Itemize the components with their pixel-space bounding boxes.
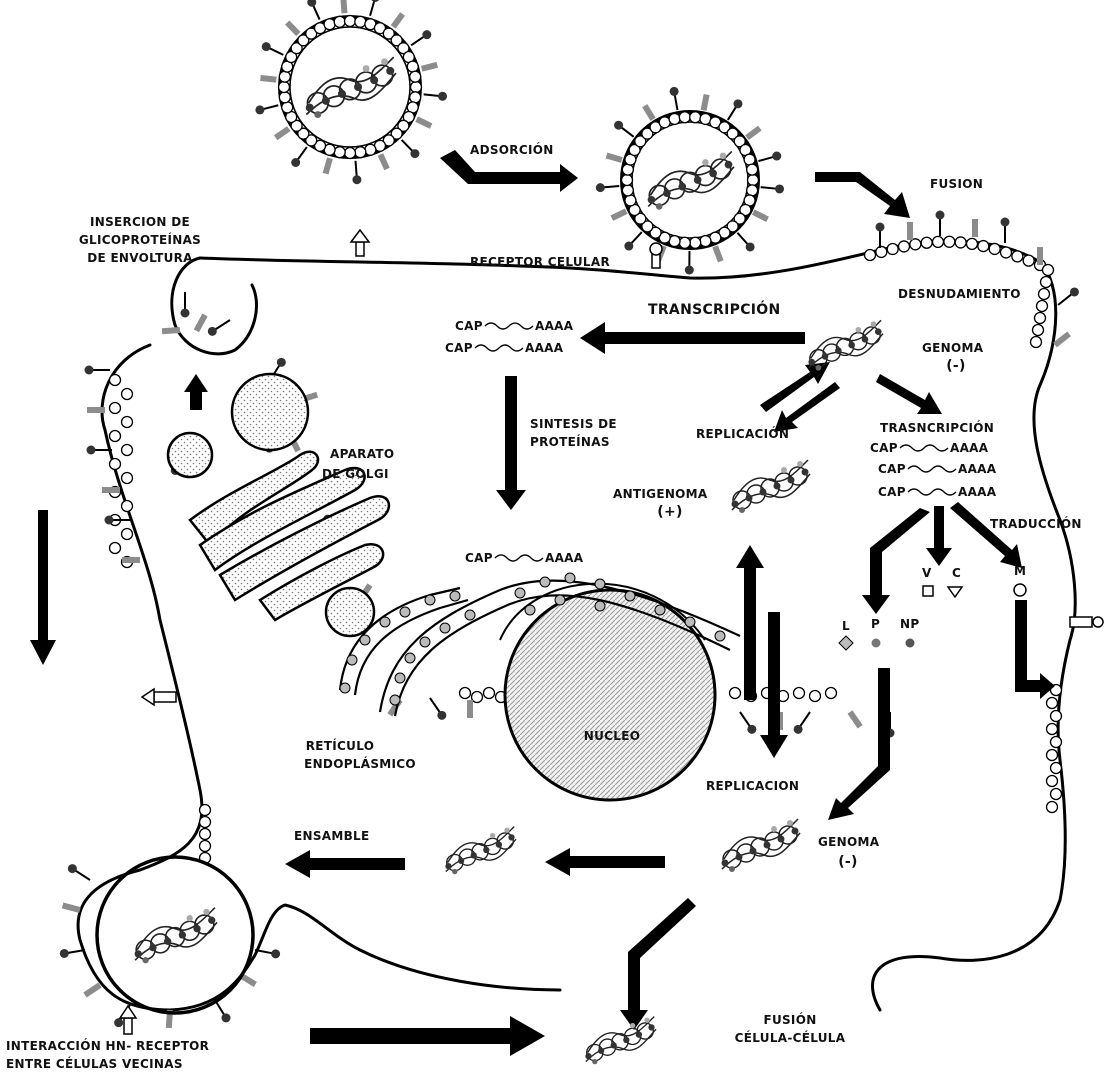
receptor-icon bbox=[650, 243, 662, 268]
receptor-icon bbox=[1070, 617, 1103, 627]
svg-text:DE GOLGI: DE GOLGI bbox=[322, 467, 389, 481]
arrows bbox=[30, 150, 1055, 1056]
svg-text:V: V bbox=[922, 566, 932, 580]
svg-text:CAP: CAP bbox=[870, 441, 898, 455]
svg-text:CAP: CAP bbox=[878, 462, 906, 476]
svg-text:L: L bbox=[842, 619, 850, 633]
nucleocapsid bbox=[808, 320, 883, 370]
receptor-icon bbox=[142, 689, 176, 705]
mrna-strands: CAP AAAA CAP AAAA CAP AAAA CAP AAAA CAP AAAA CAP AA… bbox=[445, 319, 997, 565]
svg-text:CAP: CAP bbox=[445, 341, 473, 355]
p-protein-icon bbox=[872, 639, 881, 648]
svg-text:ENTRE CÉLULAS VECINAS: ENTRE CÉLULAS VECINAS bbox=[6, 1056, 183, 1071]
svg-text:(+): (+) bbox=[657, 504, 682, 520]
label-interaccion: INTERACCIÓN HN- RECEPTOR bbox=[6, 1038, 209, 1053]
label-fusion-celula: FUSIÓN bbox=[763, 1012, 816, 1027]
svg-text:(-): (-) bbox=[838, 854, 858, 870]
svg-text:(-): (-) bbox=[946, 358, 966, 374]
nucleocapsid bbox=[585, 1017, 656, 1065]
receptor-icon bbox=[351, 230, 369, 256]
nucleocapsid bbox=[445, 827, 516, 875]
svg-text:NP: NP bbox=[900, 617, 919, 631]
label-traduccion: TRADUCCIÓN bbox=[990, 516, 1082, 531]
label-aparato-golgi: APARATO bbox=[330, 447, 394, 461]
svg-text:AAAA: AAAA bbox=[958, 485, 997, 499]
m-protein-icon bbox=[1014, 584, 1026, 596]
antigenome-nucleocapsid bbox=[732, 460, 811, 513]
svg-text:CÉLULA-CÉLULA: CÉLULA-CÉLULA bbox=[735, 1030, 846, 1045]
label-insercion: INSERCION DE bbox=[90, 215, 190, 229]
nucleus: NUCLEO bbox=[500, 584, 715, 800]
v-protein-icon bbox=[923, 586, 933, 596]
label-ensamble: ENSAMBLE bbox=[294, 829, 370, 843]
label-transcripcion: TRANSCRIPCIÓN bbox=[648, 300, 781, 318]
svg-text:PROTEÍNAS: PROTEÍNAS bbox=[530, 434, 610, 449]
nucleocapsid bbox=[722, 819, 801, 872]
svg-text:CAP: CAP bbox=[878, 485, 906, 499]
svg-text:P: P bbox=[871, 617, 880, 631]
svg-text:AAAA: AAAA bbox=[535, 319, 574, 333]
l-protein-icon bbox=[839, 636, 853, 650]
svg-text:C: C bbox=[952, 566, 961, 580]
np-protein-icon bbox=[906, 639, 915, 648]
label-adsorcion: ADSORCIÓN bbox=[470, 142, 554, 157]
svg-text:DE ENVOLTURA: DE ENVOLTURA bbox=[87, 251, 193, 265]
label-desnudamiento: DESNUDAMIENTO bbox=[898, 287, 1021, 301]
label-genoma-bottom: GENOMA bbox=[818, 835, 880, 849]
label-sintesis: SINTESIS DE bbox=[530, 417, 617, 431]
svg-text:AAAA: AAAA bbox=[545, 551, 584, 565]
c-protein-icon bbox=[948, 587, 962, 597]
golgi-apparatus bbox=[168, 374, 389, 636]
label-fusion: FUSION bbox=[930, 177, 983, 191]
label-replicacion-bottom: REPLICACION bbox=[706, 779, 799, 793]
protein-symbols bbox=[839, 584, 1026, 650]
svg-text:M: M bbox=[1014, 564, 1026, 578]
nucleocapsid bbox=[135, 908, 217, 964]
svg-text:AAAA: AAAA bbox=[525, 341, 564, 355]
svg-text:AAAA: AAAA bbox=[950, 441, 989, 455]
label-genoma: GENOMA bbox=[922, 341, 984, 355]
label-replicacion-top: REPLICACIÓN bbox=[696, 426, 789, 441]
label-antigenoma: ANTIGENOMA bbox=[613, 487, 708, 501]
label-reticulo: RETÍCULO bbox=[306, 738, 374, 753]
label-receptor-celular: RECEPTOR CELULAR bbox=[470, 255, 610, 269]
svg-text:GLICOPROTEÍNAS: GLICOPROTEÍNAS bbox=[79, 232, 201, 247]
svg-text:NUCLEO: NUCLEO bbox=[584, 729, 640, 743]
svg-text:CAP: CAP bbox=[465, 551, 493, 565]
label-trasncripcion: TRASNCRIPCIÓN bbox=[880, 420, 994, 435]
svg-text:CAP: CAP bbox=[455, 319, 483, 333]
svg-text:AAAA: AAAA bbox=[958, 462, 997, 476]
receptor-icon bbox=[120, 1006, 136, 1034]
svg-text:ENDOPLÁSMICO: ENDOPLÁSMICO bbox=[304, 756, 416, 771]
